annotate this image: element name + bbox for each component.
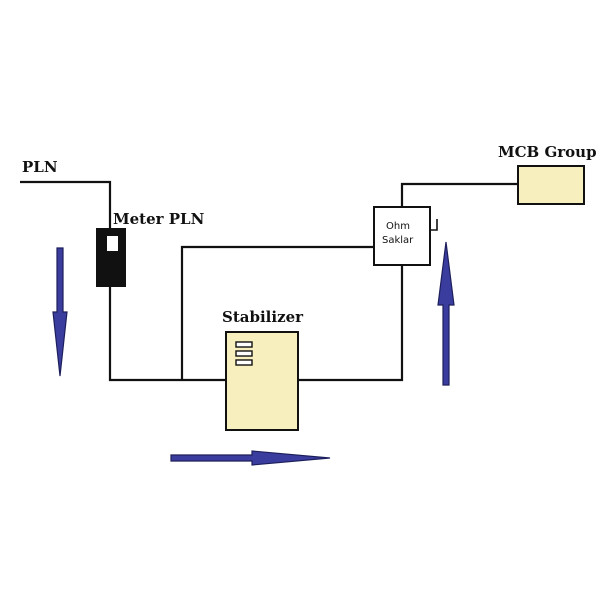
label-saklar: Saklar <box>382 235 414 246</box>
arrow-right-icon <box>170 450 331 466</box>
wire-stabilizer-to-saklar <box>298 265 404 382</box>
saklar-box <box>373 206 431 266</box>
wire-meter-to-stabilizer <box>108 287 226 382</box>
wire-branch-to-saklar <box>180 245 374 380</box>
ohm-saklar <box>373 206 431 266</box>
stabilizer-indicator-1 <box>235 341 253 348</box>
label-mcb-group: MCB Group <box>498 143 597 161</box>
saklar-lever <box>430 219 438 231</box>
mcb-box <box>517 165 585 205</box>
label-ohm: Ohm <box>386 221 410 232</box>
label-stabilizer: Stabilizer <box>222 308 304 326</box>
meter-display <box>107 236 118 251</box>
arrow-down-icon <box>52 247 68 377</box>
label-pln: PLN <box>22 158 58 176</box>
stabilizer-indicator-3 <box>235 359 253 366</box>
label-meter-pln: Meter PLN <box>113 210 205 228</box>
wires <box>20 180 518 382</box>
stabilizer-indicator-2 <box>235 350 253 357</box>
wire-pln-in <box>20 180 112 228</box>
mcb-group <box>517 165 585 205</box>
stabilizer-box <box>225 331 299 431</box>
stabilizer <box>225 331 299 431</box>
wire-saklar-to-mcb <box>400 182 518 207</box>
arrow-up-icon <box>437 241 455 386</box>
meter-pln <box>96 228 126 287</box>
